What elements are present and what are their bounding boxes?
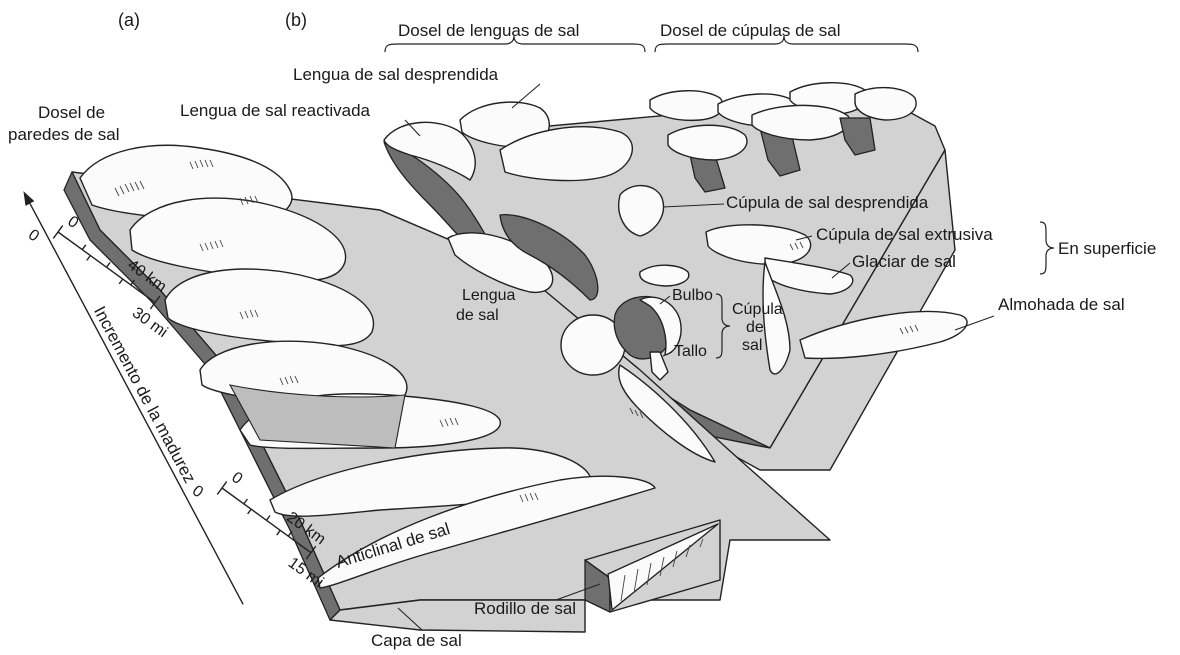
label-stalk: Tallo [674,343,707,360]
scale-lower-km-zero: 0 [228,469,245,488]
label-extrusive-dome: Cúpula de sal extrusiva [816,225,993,244]
scale-lower-tick-mi-1 [248,509,252,514]
panel-label-a: (a) [118,10,140,30]
label-salt-layer: Capa de sal [371,631,462,650]
label-wall-canopy-1: Dosel de [38,103,105,122]
panel-label-b: (b) [285,10,307,30]
scale-lower-tick-km-2 [266,515,270,520]
scale-upper-tick-start [53,226,62,239]
label-salt-pillow: Almohada de sal [998,295,1125,314]
label-salt-roller: Rodillo de sal [474,599,576,618]
canopy-dome-1 [650,91,723,121]
label-detached-tongue: Lengua de sal desprendida [293,65,499,84]
label-wall-canopy-2: paredes de sal [8,125,120,144]
scale-upper-tick-mi-2 [119,279,123,284]
label-bulb: Bulbo [672,287,713,304]
brace-surface [1040,222,1054,274]
label-salt-tongue-1: Lengua [462,287,515,304]
scale-lower-tick-km-1 [244,499,248,504]
label-surface: En superficie [1058,239,1156,258]
label-reactivated-tongue: Lengua de sal reactivada [180,101,371,120]
label-dome-2: de [746,319,764,336]
scale-lower-tick-start [217,482,226,495]
label-dome-3: sal [742,337,762,354]
scale-upper-tick-mi-1 [87,256,91,261]
scale-upper-mi-zero: 0 [25,226,42,245]
brace-label-tongue-canopy: Dosel de lenguas de sal [398,21,579,40]
scale-upper-tick-km-2 [107,262,111,267]
scale-upper-km-zero: 0 [64,213,81,232]
scale-lower-tick-mi-2 [277,530,281,535]
scale-upper-tick-km-1 [82,245,86,250]
small-dome-b [640,265,689,286]
label-salt-glacier: Glaciar de sal [852,252,956,271]
label-salt-tongue-2: de sal [456,307,499,324]
brace-label-dome-canopy: Dosel de cúpulas de sal [660,21,841,40]
label-dome-1: Cúpula [732,301,783,318]
scale-lower-mi-zero: 0 [189,482,206,501]
maturity-axis-arrow [19,189,34,206]
label-detached-dome: Cúpula de sal desprendida [726,193,929,212]
